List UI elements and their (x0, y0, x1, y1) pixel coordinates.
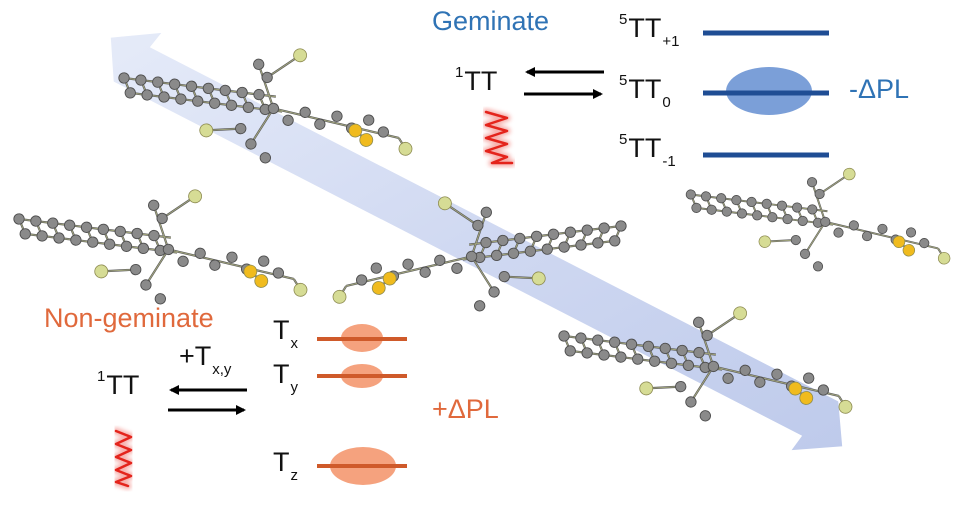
triplet-x-label: Tx (273, 315, 298, 352)
triplet-y-label: Ty (273, 359, 298, 396)
quintet-0-label: 5TT0 (619, 72, 671, 111)
nongeminate-pl-signal: +ΔPL (432, 394, 499, 424)
nongeminate-arrow-label: +Tx,y (179, 341, 232, 378)
geminate-title: Geminate (432, 6, 550, 36)
triplet-z-label: Tz (273, 447, 298, 484)
nongeminate-singlet-label: 1TT (97, 368, 140, 400)
molecule-structure (332, 196, 627, 312)
quintet-minus1-label: 5TT-1 (619, 131, 676, 170)
molecule-structure (685, 167, 951, 272)
geminate-singlet-label: 1TT (455, 64, 498, 96)
photon-emission-geminate-icon (482, 108, 516, 167)
geminate-pl-signal: -ΔPL (849, 74, 910, 104)
photon-emission-nongeminate-icon (112, 427, 135, 490)
molecule-structure (13, 189, 308, 305)
nongeminate-title: Non-geminate (44, 303, 214, 333)
molecule-structure (118, 48, 413, 164)
quintet-plus1-label: 5TT+1 (619, 11, 680, 50)
molecule-structure (558, 306, 853, 422)
